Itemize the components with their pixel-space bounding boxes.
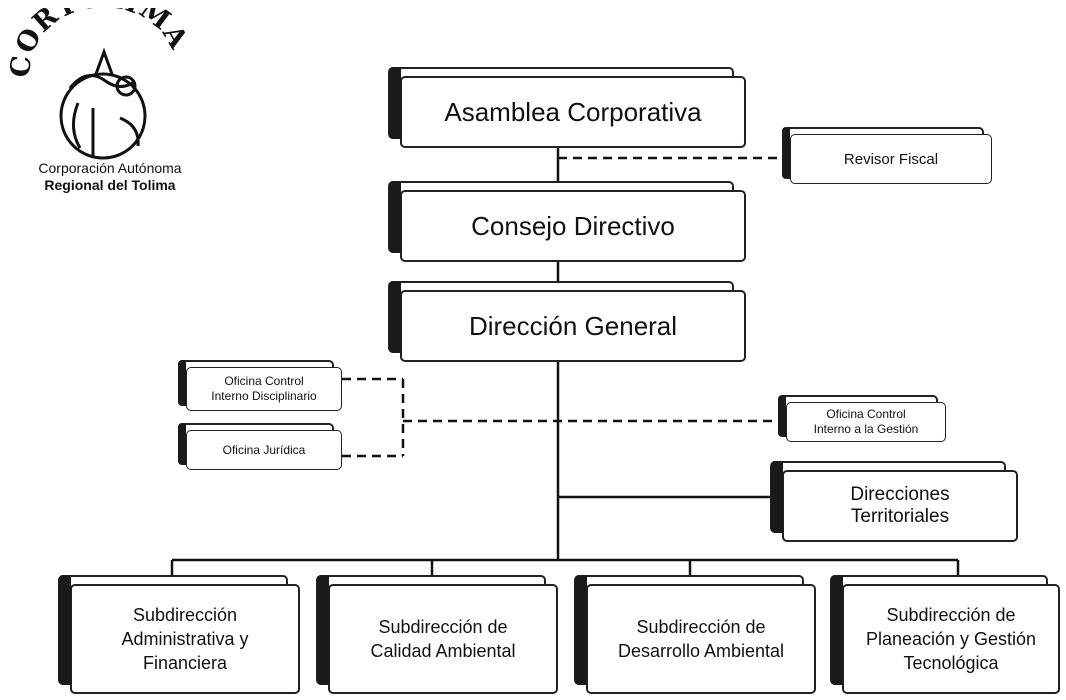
- node-label: Oficina Jurídica: [222, 443, 306, 457]
- node-label-line2: Interno a la Gestión: [813, 422, 919, 436]
- node-direccion-general: Dirección General: [389, 281, 746, 362]
- node-subdireccion-planeacion-gestion-tecnologica: Subdirección de Planeación y Gestión Tec…: [831, 575, 1060, 694]
- node-oficina-juridica: Oficina Jurídica: [178, 423, 342, 470]
- node-label: Consejo Directivo: [471, 210, 675, 241]
- logo-subtitle-line2: Regional del Tolima: [44, 177, 176, 193]
- node-label-line1: Oficina Control: [826, 407, 906, 421]
- svg-text:CORTOLIMA: CORTOLIMA: [8, 8, 194, 79]
- logo-subtitle: Corporación Autónoma Regional del Tolima: [10, 160, 210, 194]
- node-direcciones-territoriales: Direcciones Territoriales: [771, 461, 1018, 542]
- node-consejo-directivo: Consejo Directivo: [389, 181, 746, 262]
- node-asamblea-corporativa: Asamblea Corporativa: [389, 67, 746, 148]
- node-label-line1: Direcciones: [850, 484, 950, 505]
- node-subdireccion-desarrollo-ambiental: Subdirección de Desarrollo Ambiental: [575, 575, 816, 694]
- cortolima-emblem-icon: CORTOLIMA: [5, 0, 194, 160]
- node-label-line2: Desarrollo Ambiental: [617, 641, 785, 661]
- node-label-line2: Interno Disciplinario: [211, 389, 317, 403]
- node-label-line1: Subdirección de: [636, 617, 766, 637]
- node-label-line2: Planeación y Gestión: [865, 629, 1037, 649]
- node-label-line3: Financiera: [142, 653, 228, 673]
- node-label-line1: Subdirección de: [378, 617, 508, 637]
- node-oficina-control-interno-gestion: Oficina Control Interno a la Gestión: [778, 395, 946, 442]
- logo-subtitle-line1: Corporación Autónoma: [38, 160, 182, 176]
- cortolima-logo: CORTOLIMA: [5, 0, 198, 198]
- node-oficina-control-interno-disciplinario: Oficina Control Interno Disciplinario: [178, 360, 342, 411]
- node-label-line2: Territoriales: [850, 506, 950, 527]
- node-label: Revisor Fiscal: [843, 150, 939, 168]
- node-label-line1: Subdirección de: [886, 605, 1016, 625]
- node-subdireccion-administrativa-financiera: Subdirección Administrativa y Financiera: [59, 575, 300, 694]
- node-label: Asamblea Corporativa: [444, 96, 702, 127]
- node-revisor-fiscal: Revisor Fiscal: [782, 127, 992, 184]
- node-label-line1: Subdirección: [132, 605, 238, 625]
- node-subdireccion-calidad-ambiental: Subdirección de Calidad Ambiental: [317, 575, 558, 694]
- node-label: Dirección General: [468, 310, 678, 341]
- node-label-line3: Tecnológica: [903, 653, 999, 673]
- node-label-line2: Administrativa y: [121, 629, 249, 649]
- node-label-line1: Oficina Control: [224, 374, 304, 388]
- node-label-line2: Calidad Ambiental: [370, 641, 516, 661]
